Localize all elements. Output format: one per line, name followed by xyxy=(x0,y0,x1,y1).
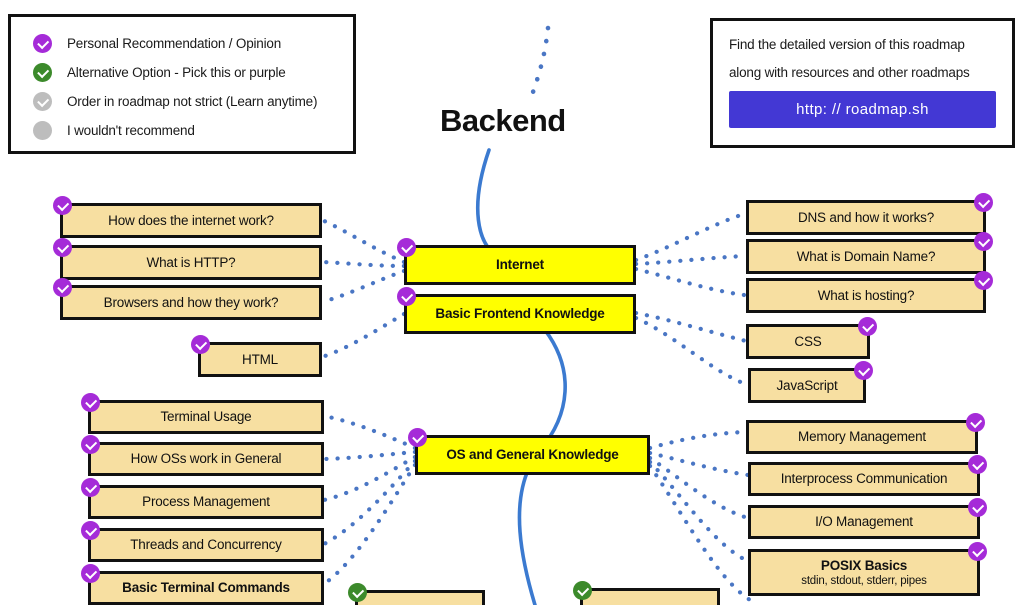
node-memory-management[interactable]: Memory Management xyxy=(746,413,985,454)
node-label: Threads and Concurrency xyxy=(130,537,282,553)
page-title: Backend xyxy=(440,103,566,138)
purple-check-icon xyxy=(854,361,873,380)
purple-check-icon xyxy=(81,521,100,540)
info-line-1: Find the detailed version of this roadma… xyxy=(729,37,965,52)
node-javascript[interactable]: JavaScript xyxy=(748,361,873,403)
node-basic-terminal-commands[interactable]: Basic Terminal Commands xyxy=(81,564,324,605)
purple-check-icon xyxy=(974,232,993,251)
node-label: Terminal Usage xyxy=(160,409,252,425)
node-process-management[interactable]: Process Management xyxy=(81,478,324,519)
node-html[interactable]: HTML xyxy=(191,335,322,377)
node-io-management[interactable]: I/O Management xyxy=(748,498,987,539)
legend-item-label: Alternative Option - Pick this or purple xyxy=(67,65,286,80)
purple-check-icon xyxy=(397,238,416,257)
purple-check-icon xyxy=(81,564,100,583)
legend-item: Alternative Option - Pick this or purple xyxy=(33,58,353,87)
purple-check-icon xyxy=(974,271,993,290)
purple-check-icon xyxy=(966,413,985,432)
green-check-icon xyxy=(348,583,367,602)
node-label: DNS and how it works? xyxy=(797,209,935,225)
purple-check-icon xyxy=(191,335,210,354)
node-os-general-knowledge[interactable]: OS and General Knowledge xyxy=(408,428,650,475)
green-check-icon xyxy=(573,581,592,600)
node-label: POSIX Basics xyxy=(820,558,908,574)
purple-check-icon xyxy=(33,34,52,53)
node-label: HTML xyxy=(242,351,278,367)
legend-box: Personal Recommendation / Opinion Altern… xyxy=(8,14,356,154)
node-label: JavaScript xyxy=(776,377,838,393)
purple-check-icon xyxy=(53,278,72,297)
info-box: Find the detailed version of this roadma… xyxy=(710,18,1015,148)
purple-check-icon xyxy=(81,393,100,412)
node-how-os-work-in-general[interactable]: How OSs work in General xyxy=(81,435,324,476)
node-label: Basic Terminal Commands xyxy=(122,580,290,596)
node-label: What is Domain Name? xyxy=(796,248,936,264)
purple-check-icon xyxy=(968,542,987,561)
node-terminal-usage[interactable]: Terminal Usage xyxy=(81,393,324,434)
node-label: Interprocess Communication xyxy=(780,471,948,487)
node-internet[interactable]: Internet xyxy=(397,238,636,285)
node-what-is-domain-name[interactable]: What is Domain Name? xyxy=(746,232,993,274)
purple-check-icon xyxy=(974,193,993,212)
node-label: What is HTTP? xyxy=(146,254,236,270)
node-label: Process Management xyxy=(142,494,270,510)
legend-item-label: I wouldn't recommend xyxy=(67,123,195,138)
node-what-is-http[interactable]: What is HTTP? xyxy=(53,238,322,280)
node-label: Memory Management xyxy=(798,429,926,445)
node-label: OS and General Knowledge xyxy=(446,447,619,463)
node-posix-basics[interactable]: POSIX Basics stdin, stdout, stderr, pipe… xyxy=(748,542,987,596)
node-label: How does the internet work? xyxy=(108,212,274,228)
node-label: CSS xyxy=(794,333,822,349)
purple-check-icon xyxy=(81,478,100,497)
node-dns-how-it-works[interactable]: DNS and how it works? xyxy=(746,193,993,235)
purple-check-icon xyxy=(408,428,427,447)
legend-item: Order in roadmap not strict (Learn anyti… xyxy=(33,87,353,116)
info-line-2: along with resources and other roadmaps xyxy=(729,64,970,80)
gray-circle-icon xyxy=(33,121,52,140)
node-label: Internet xyxy=(496,257,544,273)
node-label: Browsers and how they work? xyxy=(103,294,279,310)
purple-check-icon xyxy=(53,196,72,215)
node-what-is-hosting[interactable]: What is hosting? xyxy=(746,271,993,313)
legend-item-label: Personal Recommendation / Opinion xyxy=(67,36,282,51)
node-label: I/O Management xyxy=(815,514,913,530)
purple-check-icon xyxy=(397,287,416,306)
purple-check-icon xyxy=(53,238,72,257)
purple-check-icon xyxy=(81,435,100,454)
purple-check-icon xyxy=(858,317,877,336)
node-sublabel: stdin, stdout, stderr, pipes xyxy=(801,574,927,587)
gray-check-icon xyxy=(33,92,52,111)
node-css[interactable]: CSS xyxy=(746,317,877,359)
node-basic-frontend-knowledge[interactable]: Basic Frontend Knowledge xyxy=(397,287,636,334)
purple-check-icon xyxy=(968,498,987,517)
green-check-icon xyxy=(33,63,52,82)
node-browsers-how-they-work[interactable]: Browsers and how they work? xyxy=(53,278,322,320)
node-interprocess-communication[interactable]: Interprocess Communication xyxy=(748,455,987,496)
node-label: Basic Frontend Knowledge xyxy=(435,306,605,322)
node-label: How OSs work in General xyxy=(130,451,282,467)
node-bottom-left-partial[interactable] xyxy=(348,583,485,605)
legend-item: I wouldn't recommend xyxy=(33,116,353,145)
node-threads-and-concurrency[interactable]: Threads and Concurrency xyxy=(81,521,324,562)
legend-item-label: Order in roadmap not strict (Learn anyti… xyxy=(67,94,318,109)
node-how-internet-works[interactable]: How does the internet work? xyxy=(53,196,322,238)
legend-item: Personal Recommendation / Opinion xyxy=(33,29,353,58)
purple-check-icon xyxy=(968,455,987,474)
roadmap-url-button[interactable]: http: // roadmap.sh xyxy=(729,90,996,128)
node-label: What is hosting? xyxy=(817,287,915,303)
node-bottom-right-partial[interactable] xyxy=(573,581,720,605)
